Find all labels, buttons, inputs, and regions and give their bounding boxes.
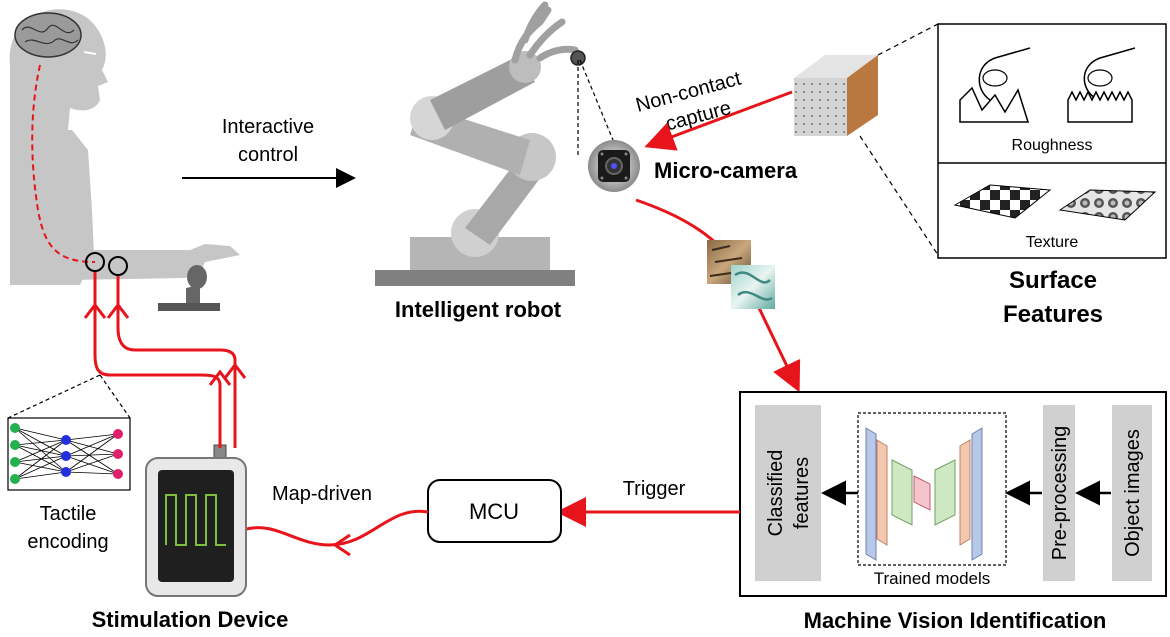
interactive-label-line2: control bbox=[238, 144, 298, 166]
surface-features-panel: Roughness Texture bbox=[937, 23, 1167, 259]
pre-processing-label: Pre-processing bbox=[1049, 426, 1071, 561]
electrode-1 bbox=[85, 252, 105, 272]
stimulation-wire-1 bbox=[93, 272, 222, 448]
neural-network-icon bbox=[7, 417, 131, 491]
capture-arrow bbox=[644, 90, 793, 151]
electrode-2 bbox=[108, 256, 128, 276]
classified-label-line2: features bbox=[791, 457, 813, 529]
surface-title-line2: Features bbox=[1003, 301, 1103, 328]
machine-vision-panel: Classified features Trained models Pre-p… bbox=[739, 391, 1167, 597]
fingertip-icon bbox=[959, 47, 1031, 123]
pre-processing-block bbox=[1043, 405, 1075, 581]
surface-title-line1: Surface bbox=[1009, 267, 1097, 294]
classified-label-line1: Classified bbox=[765, 450, 787, 537]
tactile-label-line2: encoding bbox=[27, 531, 108, 553]
object-images-block bbox=[1112, 405, 1152, 581]
captured-images bbox=[707, 240, 775, 309]
stimulation-wire-2 bbox=[116, 276, 237, 448]
human-figure bbox=[9, 9, 240, 285]
neural-pathway bbox=[31, 64, 96, 263]
object-images-label: Object images bbox=[1122, 429, 1144, 557]
map-driven-label: Map-driven bbox=[272, 483, 372, 505]
machine-vision-title: Machine Vision Identification bbox=[804, 608, 1107, 633]
fingertip-icon bbox=[1067, 47, 1136, 123]
micro-camera-label: Micro-camera bbox=[654, 158, 798, 183]
device-icon bbox=[145, 444, 247, 597]
camera-icon bbox=[588, 140, 640, 192]
roughness-label: Roughness bbox=[1012, 137, 1093, 154]
tactile-label-line1: Tactile bbox=[40, 503, 97, 525]
cube-icon bbox=[794, 55, 878, 136]
trained-models-label: Trained models bbox=[874, 569, 991, 588]
map-driven-arrow bbox=[242, 509, 429, 547]
classified-features-block bbox=[755, 405, 821, 581]
robot-title: Intelligent robot bbox=[395, 297, 562, 322]
mcu-label: MCU bbox=[469, 499, 519, 524]
joystick-icon bbox=[158, 265, 220, 311]
brain-icon bbox=[14, 12, 82, 58]
interactive-label-line1: Interactive bbox=[222, 116, 314, 138]
neural-network-icon bbox=[865, 427, 983, 561]
screen-waveform bbox=[165, 494, 226, 546]
stimulation-title: Stimulation Device bbox=[92, 607, 289, 632]
robot-arm-icon bbox=[375, 1, 586, 286]
texture-label: Texture bbox=[1026, 234, 1079, 251]
trigger-label: Trigger bbox=[623, 478, 686, 500]
